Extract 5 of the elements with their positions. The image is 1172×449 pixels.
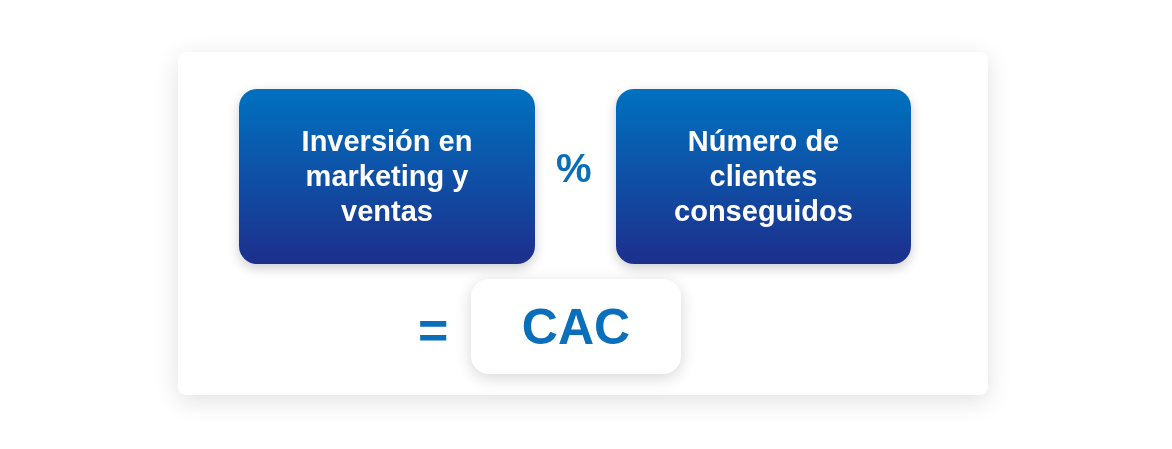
- result-box: CAC: [471, 279, 681, 374]
- formula-box: Número de clientes conseguidos: [616, 89, 911, 264]
- operator-symbol: =: [418, 300, 449, 360]
- operator-symbol: %: [556, 146, 592, 191]
- formula-box: Inversión en marketing y ventas: [239, 89, 535, 264]
